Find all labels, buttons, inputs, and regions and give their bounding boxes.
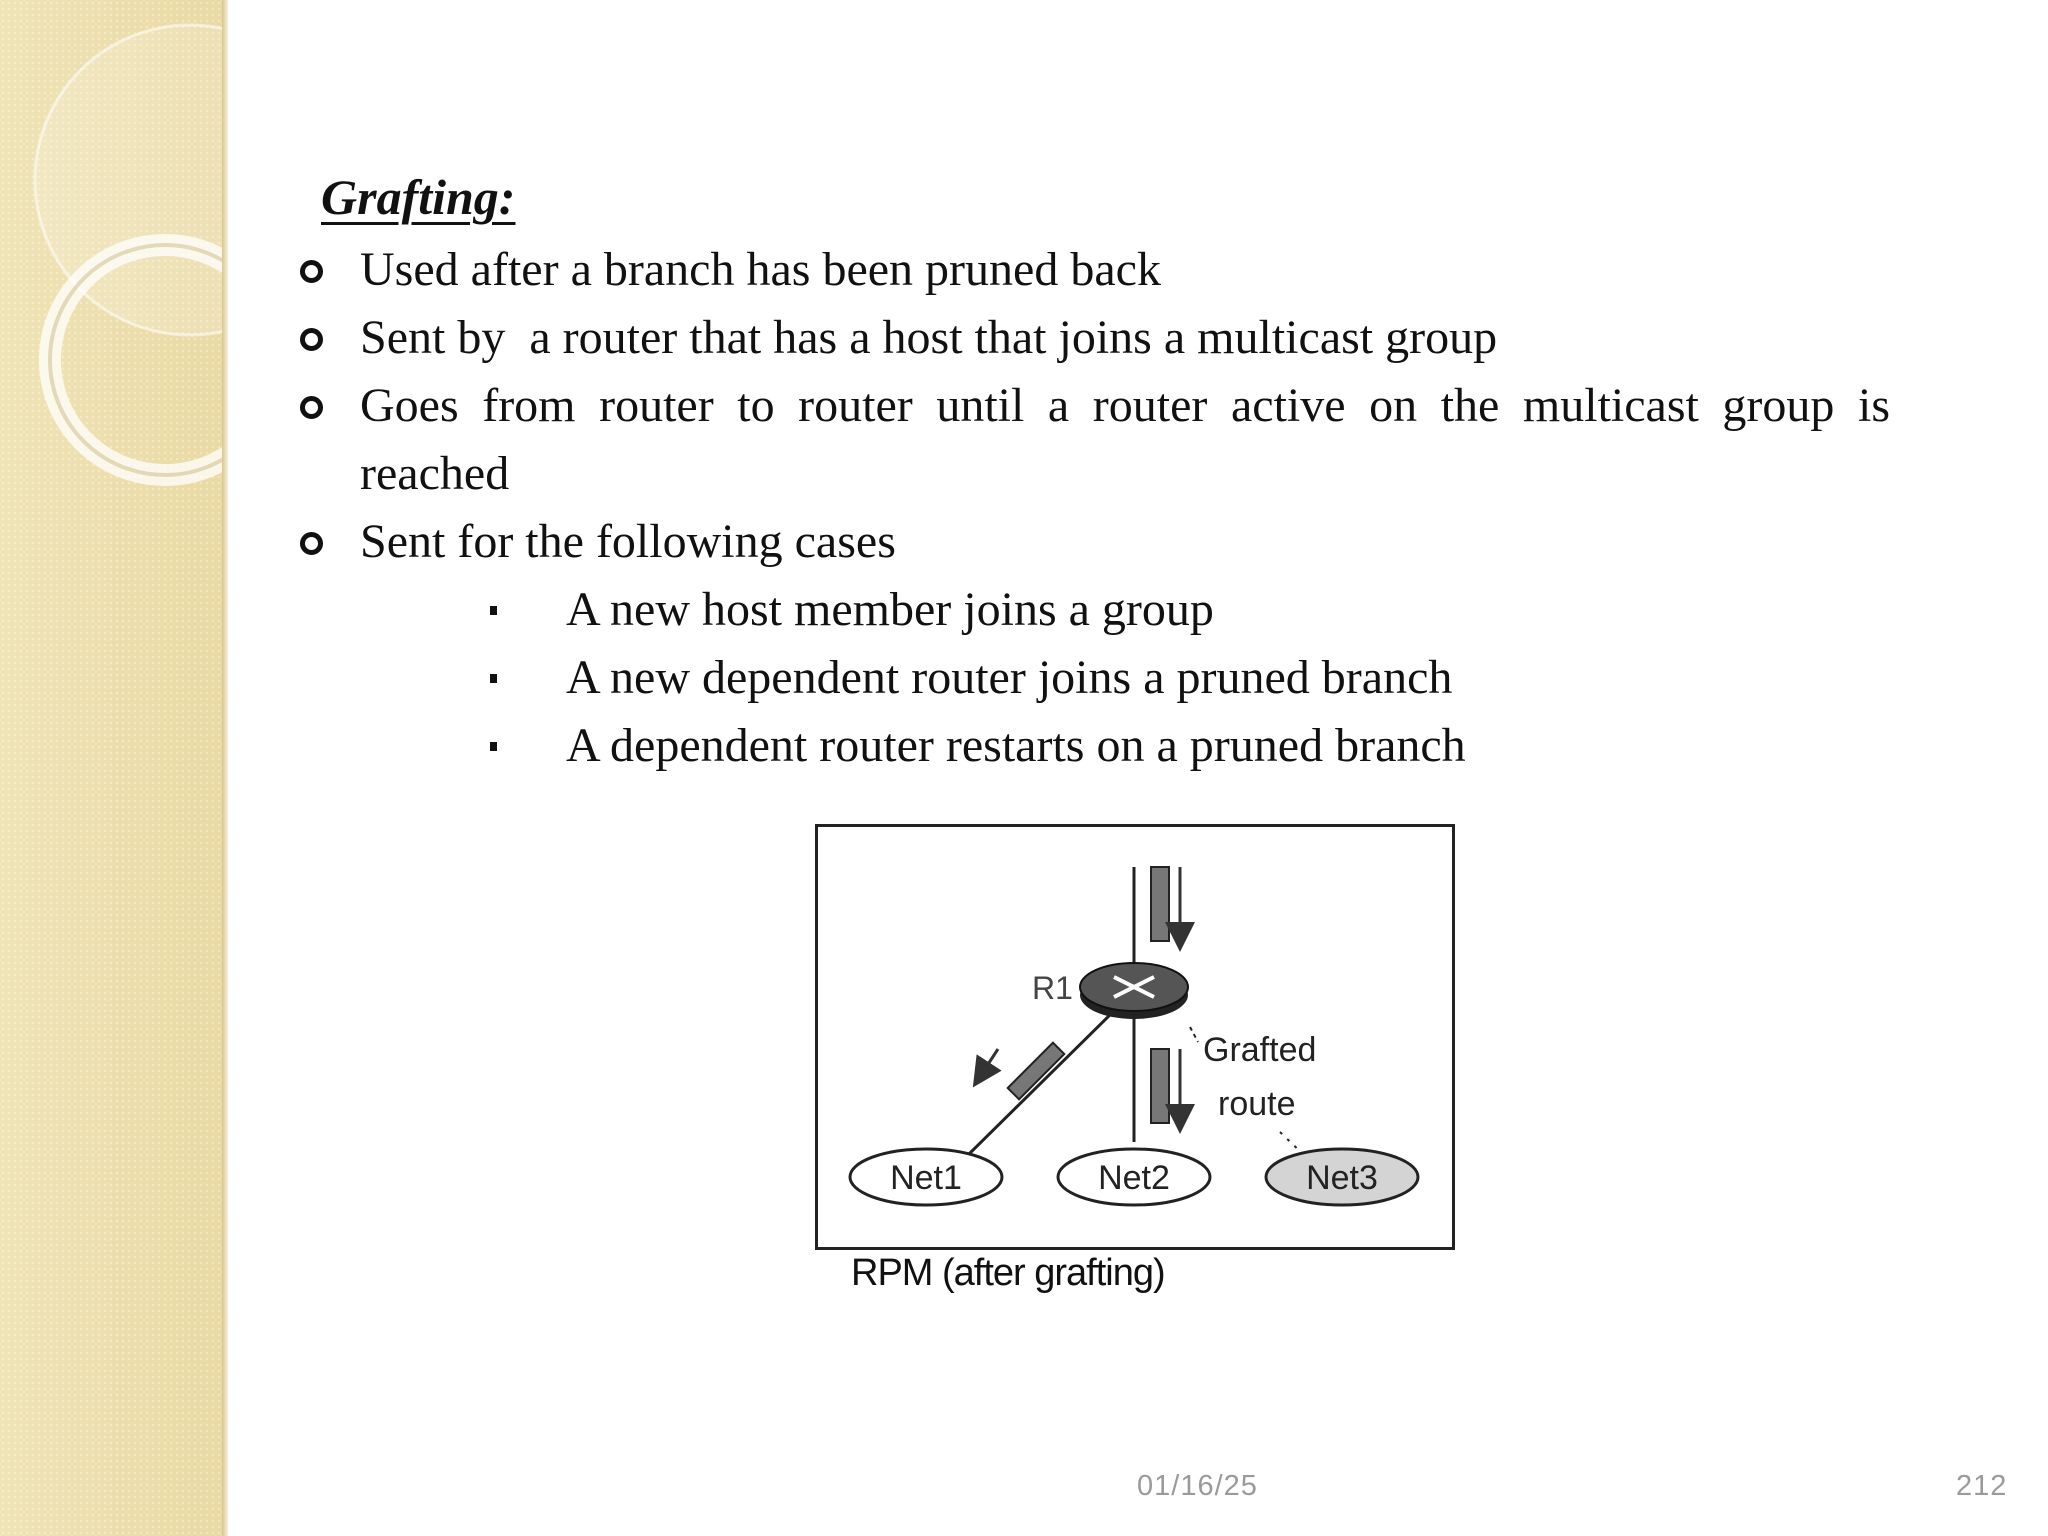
hollow-bullet-icon <box>300 328 323 351</box>
bullet-text: Sent by a router that has a host that jo… <box>360 311 1498 364</box>
sub-bullet-text: A new dependent router joins a pruned br… <box>566 651 1453 704</box>
bullet-text: Sent for the following cases <box>360 515 896 568</box>
route-label: route <box>1218 1085 1296 1123</box>
diagram-canvas: R1 Grafted route Net1 Net2 Net3 <box>848 866 1420 1207</box>
link-to-net1 <box>966 1005 1120 1157</box>
hollow-bullet-icon <box>300 532 323 555</box>
bullet-text: Used after a branch has been pruned back <box>360 243 1161 296</box>
grafted-label: Grafted <box>1203 1031 1316 1069</box>
bullet-item: Sent by a router that has a host that jo… <box>300 304 1890 372</box>
packet-icon <box>1150 866 1170 942</box>
rpm-grafting-diagram: R1 Grafted route Net1 Net2 Net3 <box>815 824 1455 1250</box>
sub-bullet-item: A new host member joins a group <box>490 576 1214 644</box>
router-r1-icon <box>1079 962 1189 1019</box>
slide-content: Grafting: Used after a branch has been p… <box>226 0 2048 1536</box>
square-bullet-icon <box>490 606 497 615</box>
net2-label: Net2 <box>1098 1159 1170 1197</box>
slide-title: Grafting: <box>321 169 516 225</box>
decorative-rings <box>33 23 226 486</box>
square-bullet-icon <box>490 742 497 751</box>
net3-node: Net3 <box>1264 1147 1420 1207</box>
footer-date: 01/16/25 <box>1137 1470 1258 1502</box>
bullet-text: Goes from router to router until a route… <box>360 379 1890 500</box>
net3-label: Net3 <box>1306 1159 1378 1197</box>
decorative-sidebar <box>0 0 226 1536</box>
sub-bullet-text: A new host member joins a group <box>566 583 1214 636</box>
hollow-bullet-icon <box>300 396 323 419</box>
bullet-item: Goes from router to router until a route… <box>300 372 1890 508</box>
net2-node: Net2 <box>1056 1147 1212 1207</box>
arrow-down-left-icon <box>972 1048 1002 1088</box>
bullet-item: Sent for the following cases <box>300 508 1890 576</box>
bullet-item: Used after a branch has been pruned back <box>300 236 1890 304</box>
net1-node: Net1 <box>848 1147 1004 1207</box>
sub-bullet-text: A dependent router restarts on a pruned … <box>566 719 1466 772</box>
router-label: R1 <box>1032 970 1073 1006</box>
sub-bullet-item: A dependent router restarts on a pruned … <box>490 712 1466 780</box>
figure-caption: RPM (after grafting) <box>851 1252 1166 1294</box>
sidebar-edge <box>222 0 228 1536</box>
packet-icon <box>1150 1048 1170 1124</box>
sub-bullet-item: A new dependent router joins a pruned br… <box>490 644 1453 712</box>
square-bullet-icon <box>490 674 497 683</box>
graft-pointer <box>1189 1026 1199 1043</box>
packet-icon <box>1006 1041 1066 1101</box>
page-number: 212 <box>1956 1470 2008 1502</box>
hollow-bullet-icon <box>300 260 323 283</box>
net1-label: Net1 <box>890 1159 962 1197</box>
